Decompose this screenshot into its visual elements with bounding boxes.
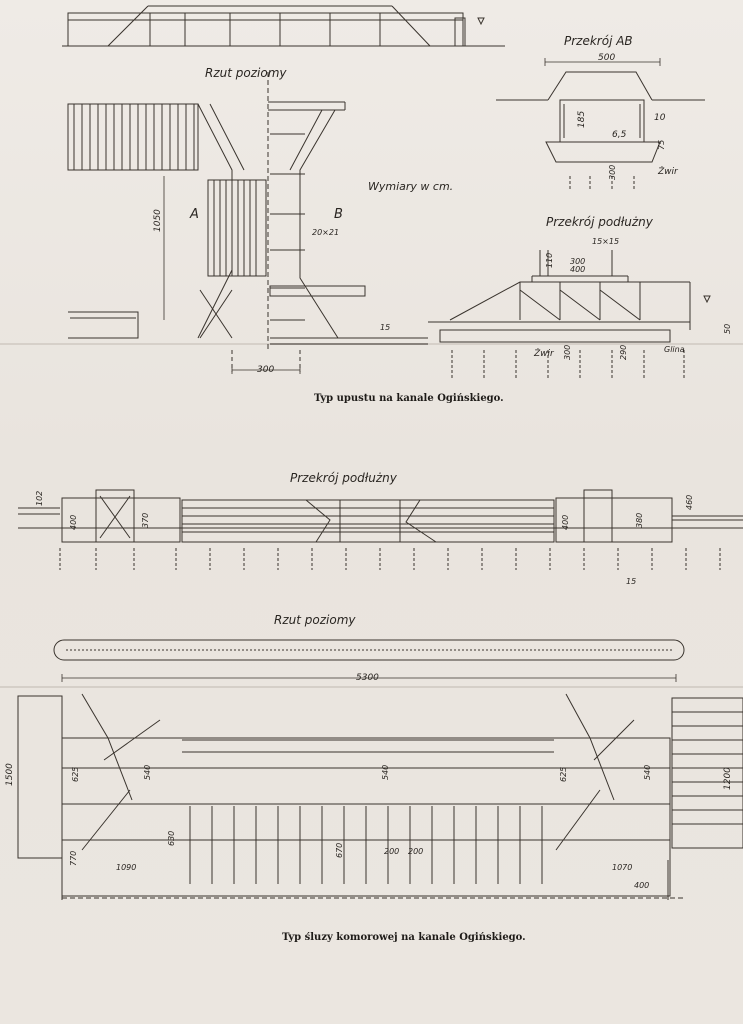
dim-625-left: 625 — [71, 767, 80, 782]
dim-15-lock: 15 — [626, 577, 636, 586]
section-ab — [496, 58, 705, 190]
dim-540-left: 540 — [143, 765, 152, 780]
weir-longitudinal-title: Przekrój podłużny — [546, 215, 654, 229]
section-mark-b: B — [334, 207, 343, 222]
weir-plan — [67, 72, 428, 374]
dim-1090: 1090 — [116, 863, 136, 872]
dim-10: 10 — [654, 113, 666, 123]
dim-200-a: 200 — [384, 847, 399, 856]
units-note: Wymiary w cm. — [368, 180, 453, 193]
dim-540-right: 540 — [643, 765, 652, 780]
lock-plan — [17, 639, 743, 900]
dim-185: 185 — [577, 111, 587, 128]
dim-670: 670 — [335, 843, 344, 858]
label-zwir-longitudinal: Żwir — [533, 348, 555, 359]
section-ab-title: Przekrój AB — [564, 34, 633, 48]
dim-370: 370 — [141, 513, 150, 528]
lock-plan-title: Rzut poziomy — [274, 613, 356, 627]
weir-caption: Typ upustu na kanale Ogińskiego. — [314, 393, 504, 404]
dim-1200: 1200 — [723, 767, 733, 790]
dim-beam-15x15: 15×15 — [592, 237, 619, 246]
dim-300-horizontal: 300 — [257, 365, 274, 375]
dim-6-5: 6,5 — [612, 130, 627, 140]
dim-300-top: 300 — [570, 257, 585, 266]
section-mark-a: A — [189, 207, 199, 222]
dim-540-middle: 540 — [381, 765, 390, 780]
dim-290: 290 — [619, 345, 628, 360]
dim-102: 102 — [35, 491, 44, 506]
lock-caption: Typ śluzy komorowej na kanale Ogińskiego… — [282, 932, 526, 943]
dim-5300: 5300 — [356, 673, 379, 683]
dim-15-weir: 15 — [380, 323, 390, 332]
dim-380: 380 — [635, 513, 644, 528]
dim-beam-20x21: 20×21 — [312, 228, 339, 237]
lock-longitudinal-section — [18, 489, 743, 570]
dim-500: 500 — [598, 53, 615, 63]
top-elevation-strip — [62, 5, 505, 47]
weir-plan-title: Rzut poziomy — [205, 66, 287, 80]
label-zwir-section: Żwir — [657, 166, 679, 177]
dim-400-right: 400 — [561, 515, 570, 530]
dim-300-pile: 300 — [563, 345, 572, 360]
dim-770: 770 — [69, 851, 78, 866]
dim-630: 630 — [167, 831, 176, 846]
weir-longitudinal-section — [428, 250, 711, 378]
dim-110: 110 — [545, 253, 554, 268]
dim-75: 75 — [657, 140, 666, 150]
dim-400-bottom: 400 — [634, 881, 649, 890]
paper-fold-lower — [0, 686, 743, 688]
dim-50: 50 — [723, 324, 732, 334]
dim-625-right: 625 — [559, 767, 568, 782]
dim-300-vertical: 300 — [608, 165, 617, 180]
label-glina: Glina — [664, 345, 685, 354]
dim-400-left: 400 — [69, 515, 78, 530]
dim-1500: 1500 — [5, 763, 15, 786]
dim-200-b: 200 — [408, 847, 423, 856]
dim-400-top: 400 — [570, 265, 585, 274]
dim-460: 460 — [685, 495, 694, 510]
dim-1050: 1050 — [153, 209, 163, 232]
lock-longitudinal-title: Przekrój podłużny — [290, 471, 398, 485]
dim-1070: 1070 — [612, 863, 632, 872]
